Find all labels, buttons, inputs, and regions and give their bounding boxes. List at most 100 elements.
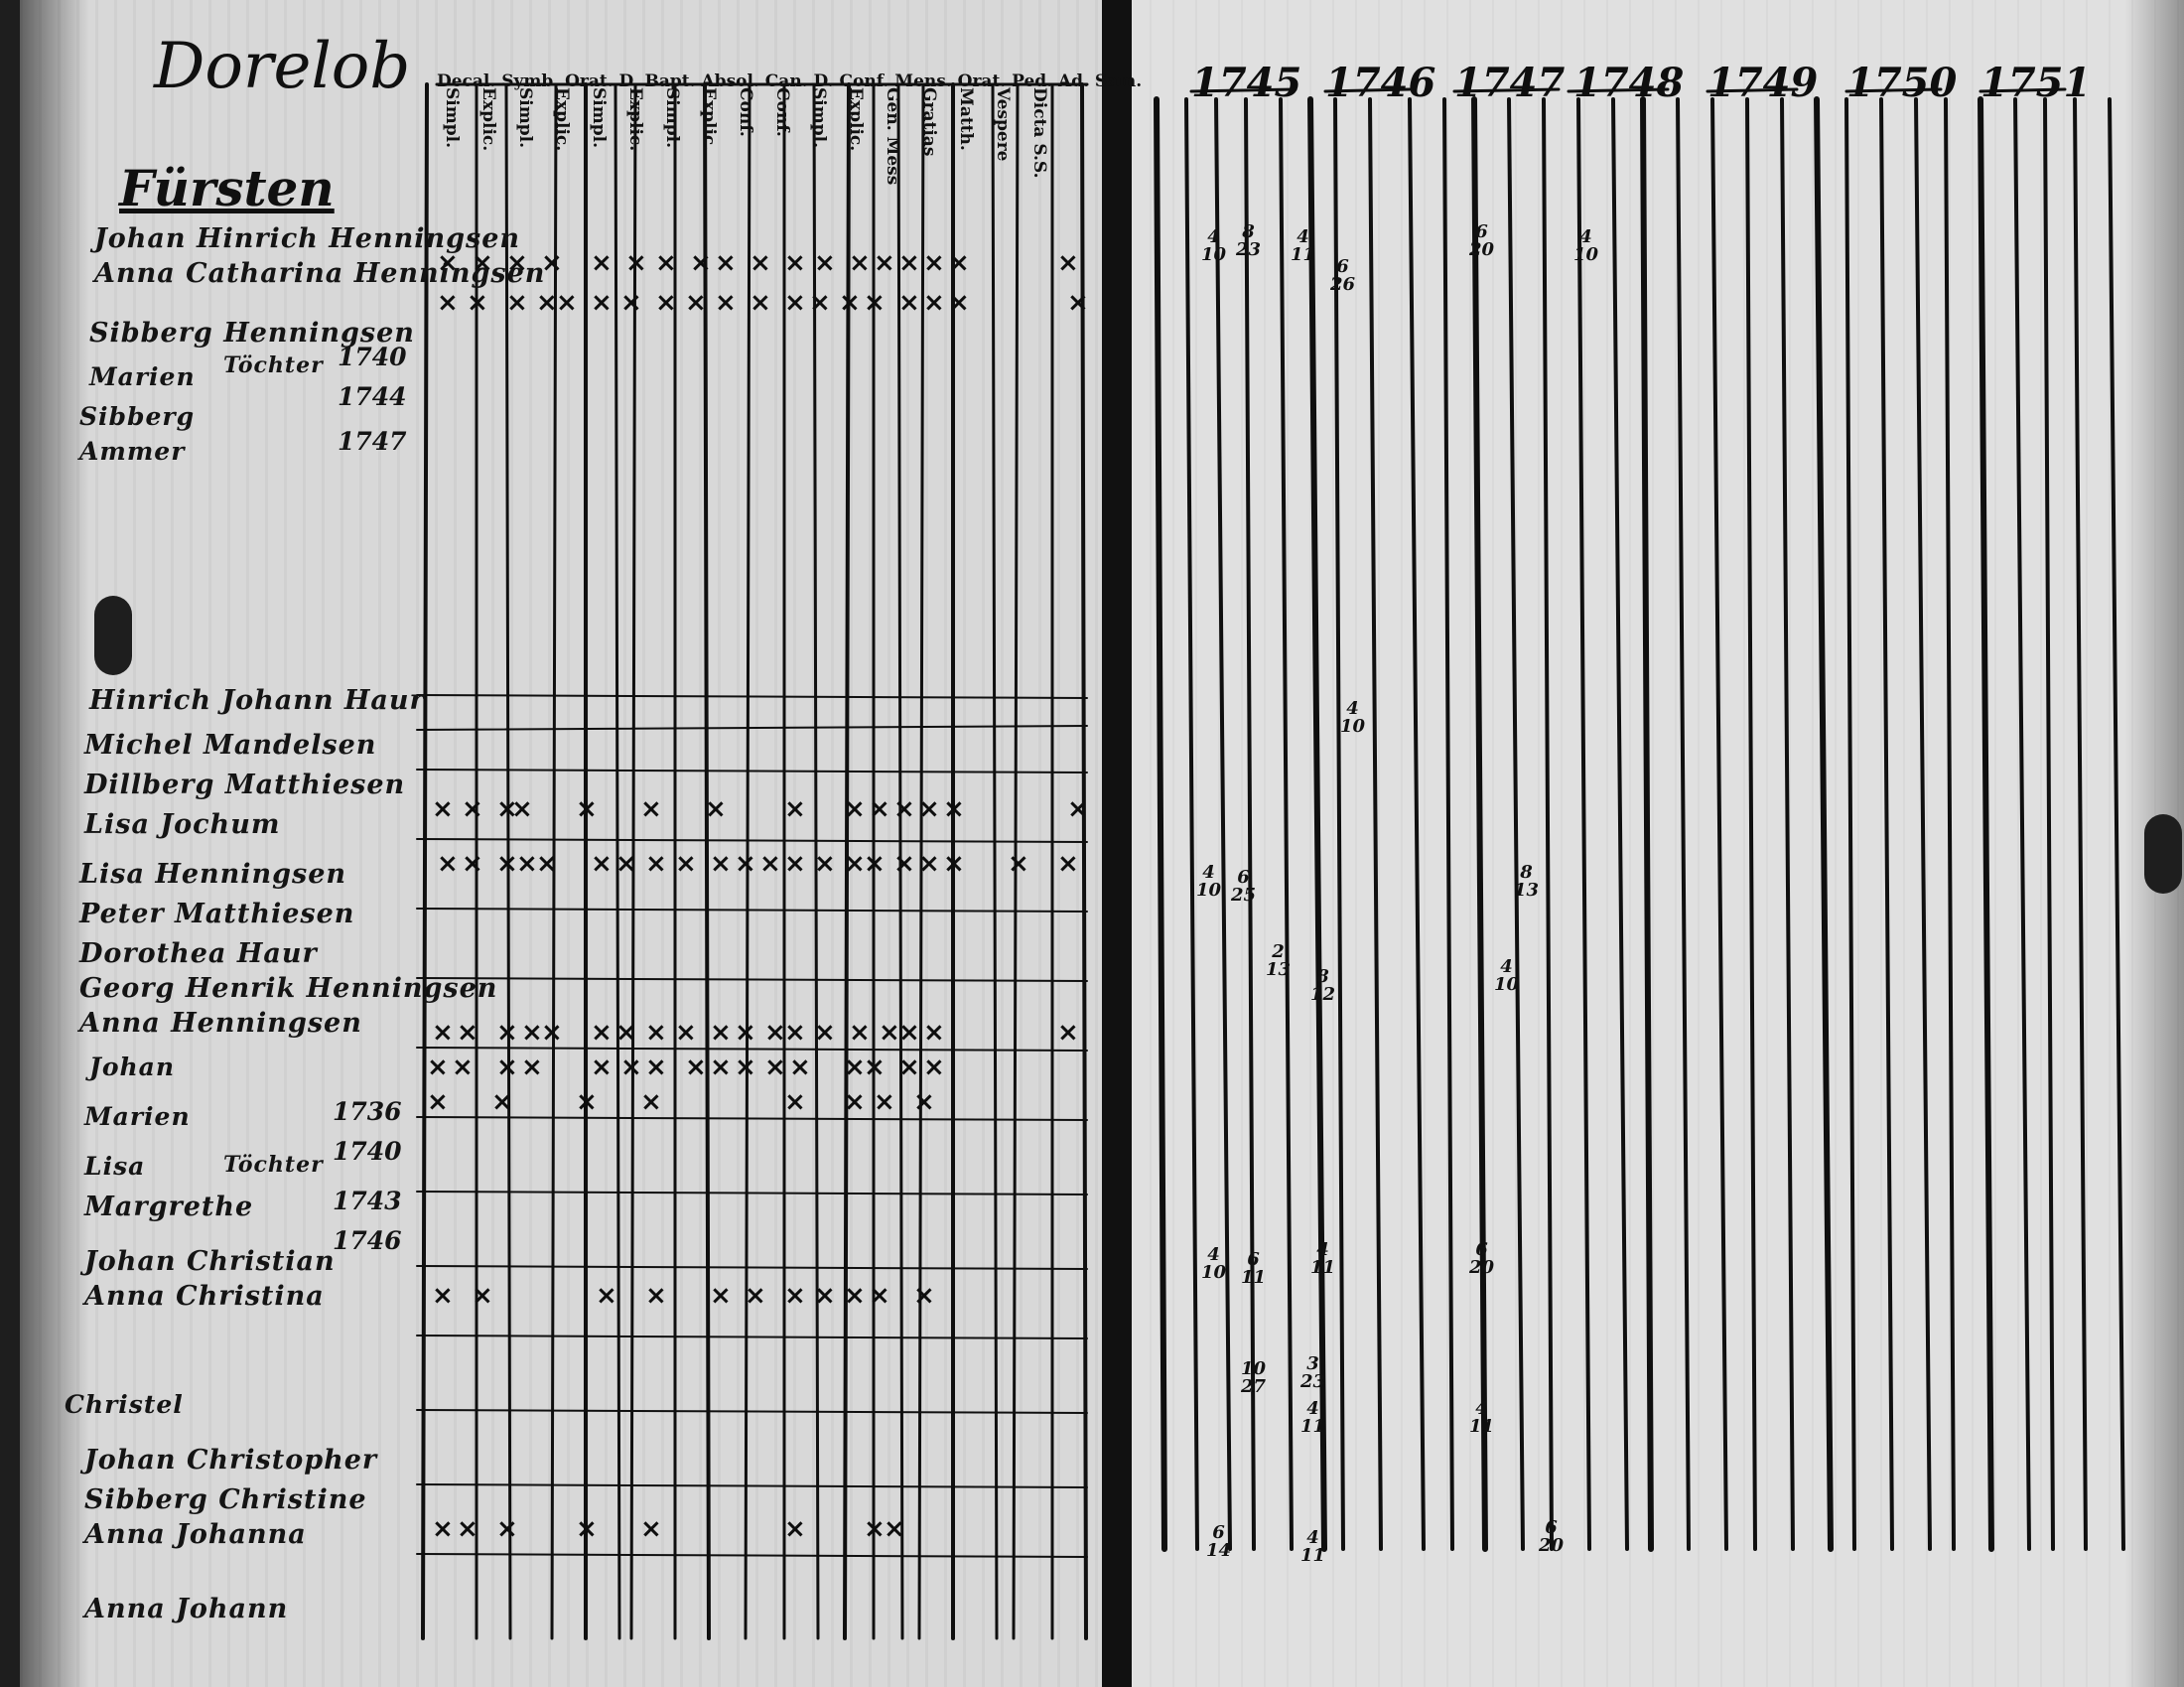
tally-mark: × (814, 248, 836, 278)
tally-mark: × (923, 1053, 945, 1082)
column-header: Vespere (993, 87, 1013, 162)
tally-mark: × (849, 248, 871, 278)
name-entry: Marien (84, 1102, 191, 1131)
column-rule (1408, 97, 1426, 1551)
column-rule (1244, 97, 1256, 1551)
column-rule (1154, 96, 1167, 1552)
tally-mark: × (506, 248, 528, 278)
column-header: Explic. (846, 87, 866, 152)
tally-mark: × (496, 1514, 518, 1544)
birth-year: 1736 (333, 1097, 402, 1126)
column-rule (1576, 97, 1591, 1551)
right-ledger-page (1127, 0, 2184, 1687)
tally-mark: × (710, 849, 732, 879)
tally-mark: × (685, 1053, 707, 1082)
column-header: Dicta S.S. (1029, 87, 1049, 179)
column-rule (1307, 96, 1327, 1552)
tally-mark: × (745, 1281, 766, 1311)
tally-mark: × (789, 1053, 811, 1082)
year-column-header: 1750 (1846, 60, 1958, 106)
tally-mark: × (675, 849, 697, 879)
tochter-label: Töchter (223, 1152, 324, 1178)
column-rule (744, 82, 751, 1640)
year-header-rule (1567, 87, 1670, 93)
tally-mark: × (1008, 849, 1029, 879)
birth-year: 1740 (338, 343, 407, 371)
tally-mark: × (496, 1018, 518, 1048)
tally-mark: × (432, 1514, 454, 1544)
tally-mark: × (715, 248, 737, 278)
name-entry: Hinrich Johann Haur (89, 685, 425, 716)
name-entry: Johan Hinrich Henningsen (94, 223, 521, 254)
tally-mark: × (784, 1087, 806, 1117)
name-entry: Anna Christina (84, 1281, 325, 1312)
column-rule (2108, 97, 2125, 1551)
tally-mark: × (750, 248, 771, 278)
tally-mark: × (437, 849, 459, 879)
tally-mark: × (918, 849, 940, 879)
column-header: Explic. (478, 87, 498, 152)
birth-year: 1740 (333, 1137, 402, 1166)
name-entry: Sibberg Henningsen (89, 318, 415, 349)
column-rule (504, 82, 512, 1640)
name-entry: Johan Christopher (84, 1445, 378, 1476)
tochter-label: Töchter (223, 352, 324, 378)
tally-mark: × (427, 1053, 449, 1082)
tally-mark: × (735, 849, 756, 879)
column-header: Matth. (956, 87, 976, 151)
row-rule (416, 769, 1088, 773)
tally-mark: × (685, 288, 707, 318)
tally-mark: × (784, 288, 806, 318)
column-header: Conf. (736, 87, 755, 137)
column-rule (703, 82, 711, 1640)
tally-mark: × (655, 288, 677, 318)
tally-mark: × (923, 288, 945, 318)
section-heading: Fürsten (119, 159, 335, 217)
tally-mark: × (506, 288, 528, 318)
tally-mark: × (645, 1281, 667, 1311)
column-rule (1507, 97, 1525, 1551)
tally-mark: × (511, 794, 533, 824)
row-rule (416, 977, 1088, 982)
column-rule (1442, 97, 1454, 1551)
name-entry: Anna Henningsen (79, 1008, 362, 1039)
row-rule (416, 694, 1088, 699)
column-header: Simpl. (515, 87, 535, 148)
tally-mark: × (472, 1281, 493, 1311)
column-header: Conf. (772, 87, 792, 137)
column-rule (1012, 82, 1020, 1640)
tally-mark: × (496, 849, 518, 879)
name-entry: Anna Johann (84, 1594, 289, 1624)
column-header: Gratias (919, 87, 939, 157)
tally-mark: × (556, 288, 578, 318)
tally-mark: × (432, 794, 454, 824)
row-rule (416, 838, 1088, 843)
name-entry: Johan Christian (84, 1246, 336, 1277)
column-header: Explic. (699, 87, 719, 152)
column-rule (1844, 97, 1856, 1551)
tally-mark: × (884, 1514, 905, 1544)
tally-mark: × (591, 1053, 613, 1082)
column-rule (1542, 97, 1554, 1551)
tally-mark: × (437, 288, 459, 318)
column-rule (1279, 97, 1294, 1551)
tally-mark: × (462, 849, 483, 879)
name-entry: Sibberg (79, 402, 196, 431)
tally-mark: × (750, 288, 771, 318)
column-rule (991, 82, 999, 1640)
tally-mark: × (576, 1514, 598, 1544)
tally-mark: × (640, 1514, 662, 1544)
column-header: Explic. (625, 87, 645, 152)
page-title: Dorelob (154, 30, 411, 103)
tally-mark: × (874, 1087, 895, 1117)
column-rule (1944, 97, 1956, 1551)
column-rule (1814, 96, 1834, 1552)
